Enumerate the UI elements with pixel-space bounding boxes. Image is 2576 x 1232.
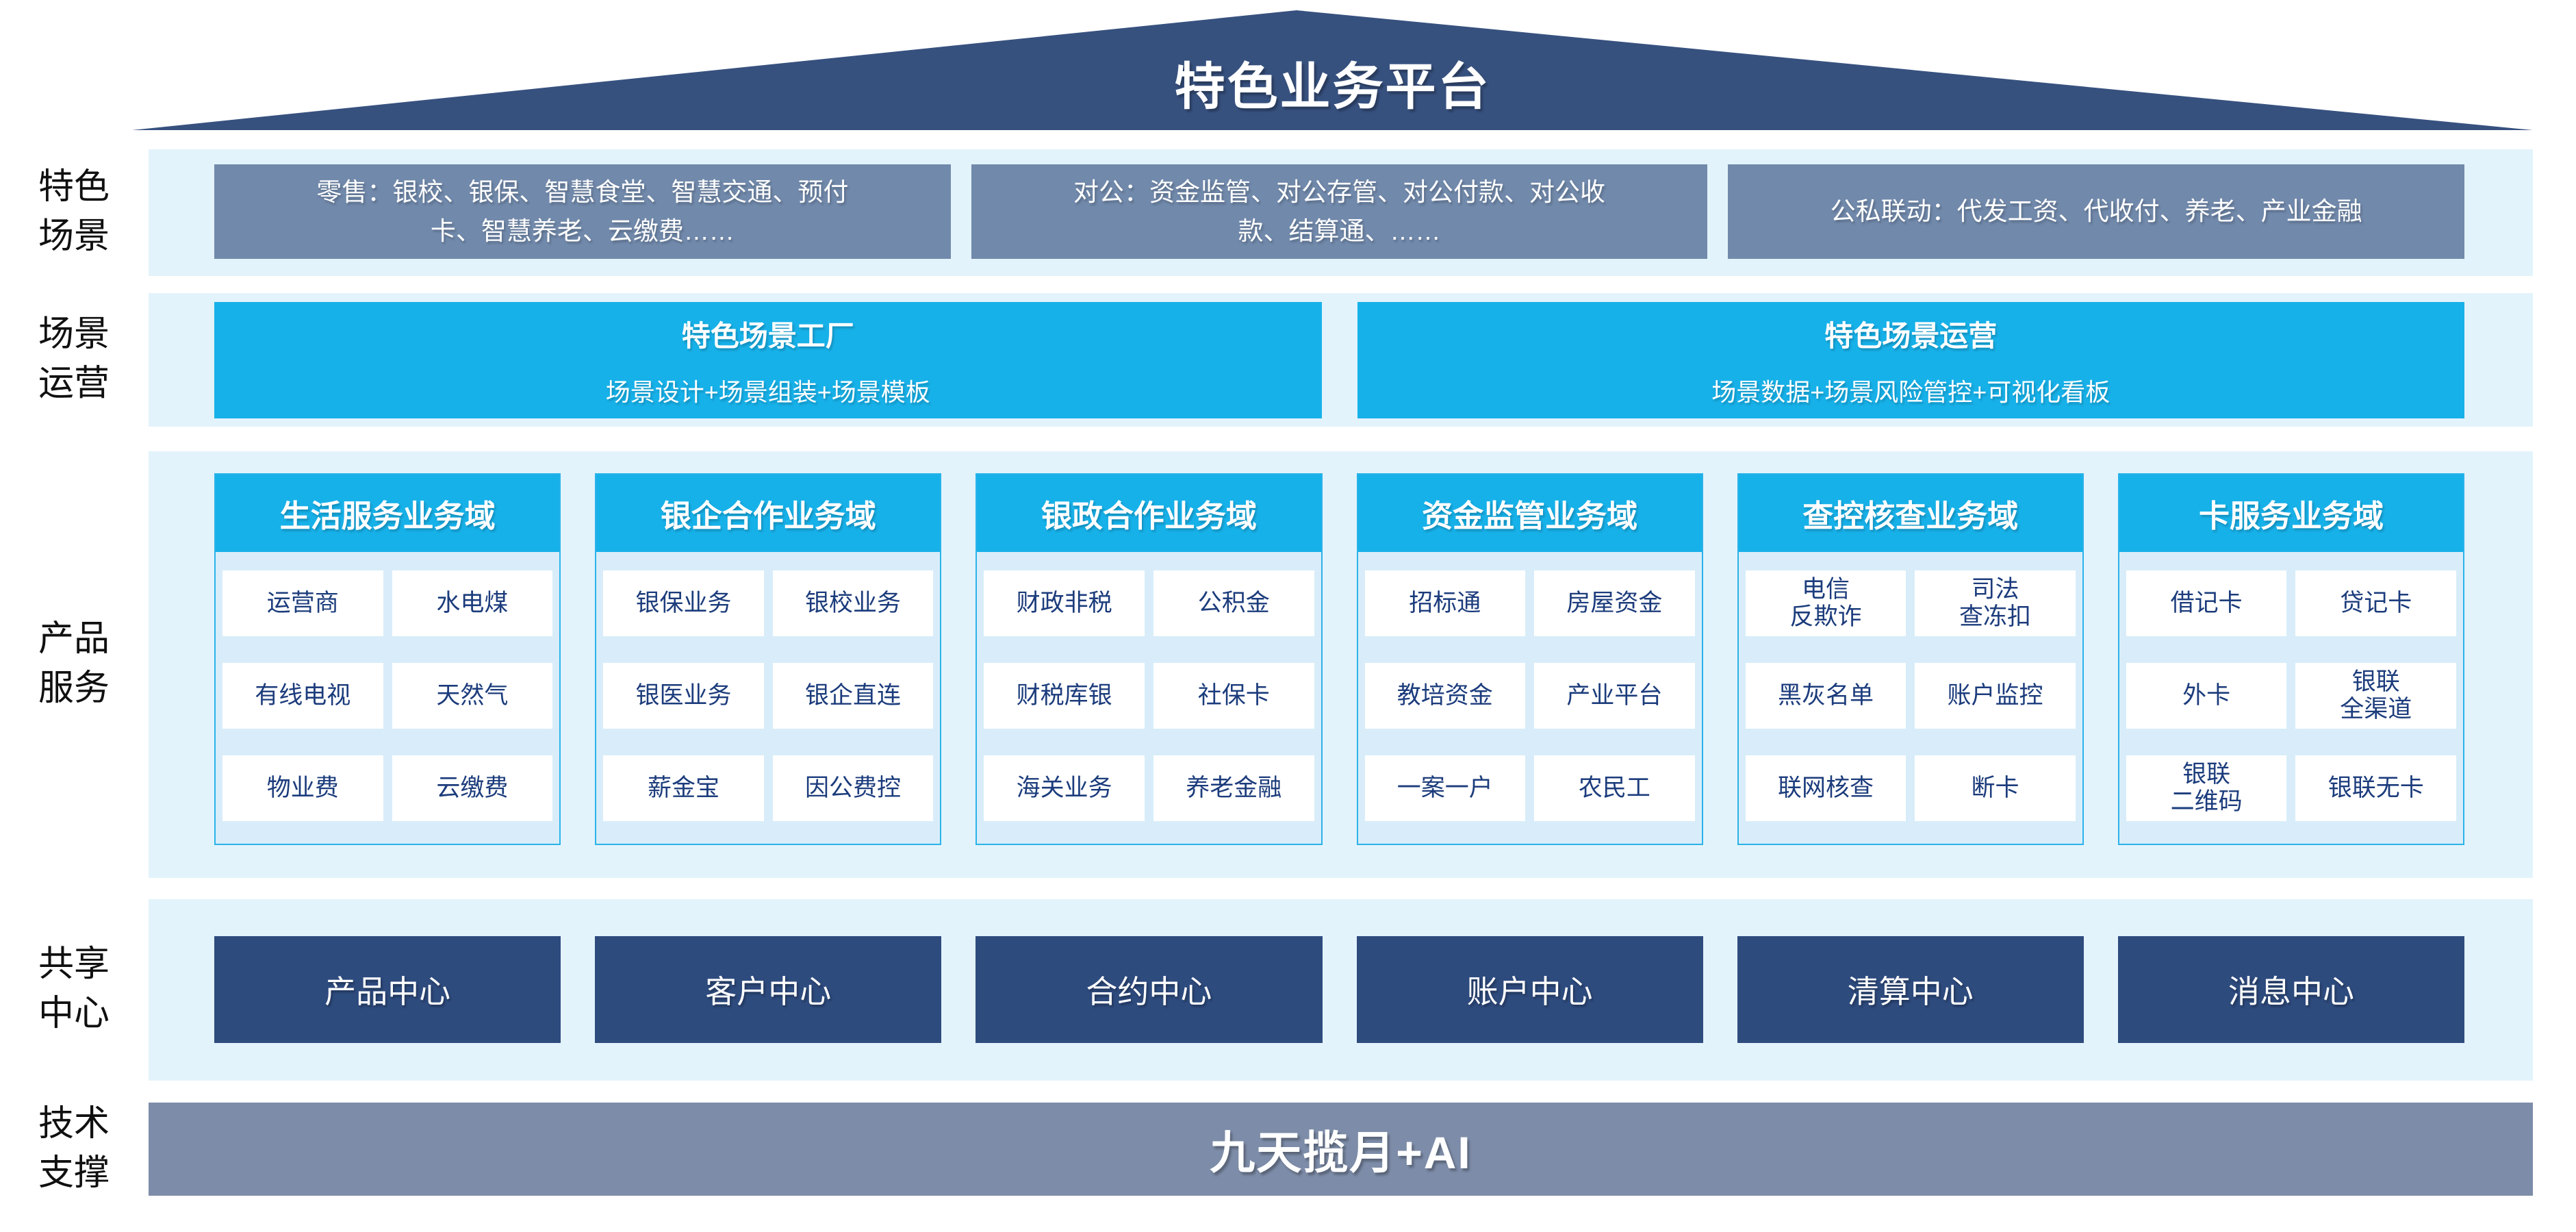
domain-cell: 断卡 (1915, 755, 2076, 821)
domain-cell: 天然气 (392, 663, 553, 729)
domain-cell: 银联无卡 (2295, 755, 2457, 821)
card-subtitle: 场景设计+场景组装+场景模板 (605, 377, 930, 406)
scenario-operation-card: 特色场景运营 场景数据+场景风险管控+可视化看板 (1357, 302, 2464, 418)
domain-cell: 银医业务 (603, 663, 764, 729)
card-title: 特色场景工厂 (681, 319, 854, 352)
domain-cell: 银联 二维码 (2126, 755, 2287, 821)
domain-cell: 海关业务 (984, 755, 1145, 821)
domain-cell: 云缴费 (392, 755, 553, 821)
domain-cell: 贷记卡 (2295, 570, 2457, 636)
center-box-customer: 客户中心 (595, 936, 942, 1043)
row-label-products: 产品 服务 (38, 619, 110, 708)
domain-body: 财政非税 公积金 财税库银 社保卡 海关业务 养老金融 (977, 552, 1321, 844)
domain-header: 银政合作业务域 (977, 475, 1321, 552)
domain-cell: 有线电视 (222, 663, 383, 729)
domain-body: 银保业务 银校业务 银医业务 银企直连 薪金宝 因公费控 (596, 552, 940, 844)
card-title: 特色场景运营 (1824, 319, 1998, 352)
domain-column-bank-government: 银政合作业务域 财政非税 公积金 财税库银 社保卡 海关业务 养老金融 (975, 473, 1323, 845)
center-box-message: 消息中心 (2117, 936, 2465, 1043)
domain-cell: 农民工 (1534, 755, 1695, 821)
operations-row-panel: 特色场景工厂 场景设计+场景组装+场景模板 特色场景运营 场景数据+场景风险管控… (149, 293, 2533, 427)
center-box-clearing: 清算中心 (1737, 936, 2084, 1043)
center-box-account: 账户中心 (1356, 936, 1703, 1043)
domain-cell: 物业费 (222, 755, 383, 821)
domain-body: 借记卡 贷记卡 外卡 银联 全渠道 银联 二维码 银联无卡 (2119, 552, 2463, 844)
domain-cell: 因公费控 (772, 755, 934, 821)
domain-cell: 银联 全渠道 (2295, 663, 2457, 729)
domain-cell: 教培资金 (1364, 663, 1526, 729)
card-subtitle: 场景数据+场景风险管控+可视化看板 (1711, 377, 2110, 406)
domain-cell: 水电煤 (392, 570, 553, 636)
domain-header: 查控核查业务域 (1738, 475, 2082, 552)
domain-header: 卡服务业务域 (2119, 475, 2464, 552)
domain-cell: 薪金宝 (603, 755, 764, 821)
domain-cell: 养老金融 (1153, 755, 1314, 821)
roof-banner: 特色业务平台 (132, 10, 2533, 130)
scenario-factory-card: 特色场景工厂 场景设计+场景组装+场景模板 (214, 302, 1322, 418)
row-label-shared-centers: 共享 中心 (38, 944, 110, 1033)
domain-cell: 招标通 (1364, 570, 1526, 636)
row-label-operations: 场景 运营 (38, 314, 110, 403)
products-row-panel: 生活服务业务域 运营商 水电煤 有线电视 天然气 物业费 云缴费 银企合作业务域… (149, 451, 2533, 878)
domain-cell: 银企直连 (772, 663, 934, 729)
domain-column-bank-enterprise: 银企合作业务域 银保业务 银校业务 银医业务 银企直连 薪金宝 因公费控 (595, 473, 942, 845)
domain-cell: 司法 查冻扣 (1915, 570, 2076, 636)
domain-column-fund-supervision: 资金监管业务域 招标通 房屋资金 教培资金 产业平台 一案一户 农民工 (1356, 473, 1703, 845)
domain-cell: 外卡 (2126, 663, 2287, 729)
scene-box-corporate: 对公：资金监管、对公存管、对公付款、对公收 款、结算通、…… (971, 164, 1708, 259)
domain-body: 运营商 水电煤 有线电视 天然气 物业费 云缴费 (216, 552, 559, 844)
row-label-tech-support: 技术 支撑 (38, 1104, 110, 1193)
domain-column-life-services: 生活服务业务域 运营商 水电煤 有线电视 天然气 物业费 云缴费 (214, 473, 561, 845)
domain-header: 生活服务业务域 (216, 475, 560, 552)
platform-title: 特色业务平台 (1174, 58, 1491, 115)
domain-cell: 房屋资金 (1534, 570, 1695, 636)
domain-body: 电信 反欺诈 司法 查冻扣 黑灰名单 账户监控 联网核查 断卡 (1739, 552, 2082, 844)
domain-header: 银企合作业务域 (596, 475, 941, 552)
domain-cell: 黑灰名单 (1745, 663, 1907, 729)
domain-cell: 产业平台 (1534, 663, 1695, 729)
domain-cell: 银保业务 (603, 570, 764, 636)
domain-cell: 社保卡 (1153, 663, 1314, 729)
domain-cell: 电信 反欺诈 (1745, 570, 1907, 636)
domain-cell: 财税库银 (984, 663, 1145, 729)
domain-cell: 账户监控 (1915, 663, 2076, 729)
domain-body: 招标通 房屋资金 教培资金 产业平台 一案一户 农民工 (1358, 552, 1702, 844)
tech-banner: 九天揽月+AI (149, 1103, 2533, 1196)
row-label-scenes: 特色 场景 (38, 167, 110, 256)
domain-cell: 财政非税 (984, 570, 1145, 636)
domain-cell: 联网核查 (1745, 755, 1907, 821)
domain-column-inquiry-control: 查控核查业务域 电信 反欺诈 司法 查冻扣 黑灰名单 账户监控 联网核查 断卡 (1737, 473, 2084, 845)
domain-cell: 一案一户 (1364, 755, 1526, 821)
domain-cell: 运营商 (222, 570, 383, 636)
scene-box-public-private-linkage: 公私联动：代发工资、代收付、养老、产业金融 (1728, 164, 2465, 259)
domain-header: 资金监管业务域 (1357, 475, 1702, 552)
shared-centers-row-panel: 产品中心 客户中心 合约中心 账户中心 清算中心 消息中心 (149, 899, 2533, 1081)
domain-cell: 公积金 (1153, 570, 1314, 636)
center-box-contract: 合约中心 (975, 936, 1323, 1043)
scene-box-retail: 零售：银校、银保、智慧食堂、智慧交通、预付 卡、智慧养老、云缴费…… (214, 164, 951, 259)
scenes-row-panel: 零售：银校、银保、智慧食堂、智慧交通、预付 卡、智慧养老、云缴费…… 对公：资金… (149, 149, 2533, 276)
domain-cell: 借记卡 (2126, 570, 2287, 636)
domain-column-card-services: 卡服务业务域 借记卡 贷记卡 外卡 银联 全渠道 银联 二维码 银联无卡 (2117, 473, 2465, 845)
domain-cell: 银校业务 (772, 570, 934, 636)
center-box-product: 产品中心 (214, 936, 561, 1043)
